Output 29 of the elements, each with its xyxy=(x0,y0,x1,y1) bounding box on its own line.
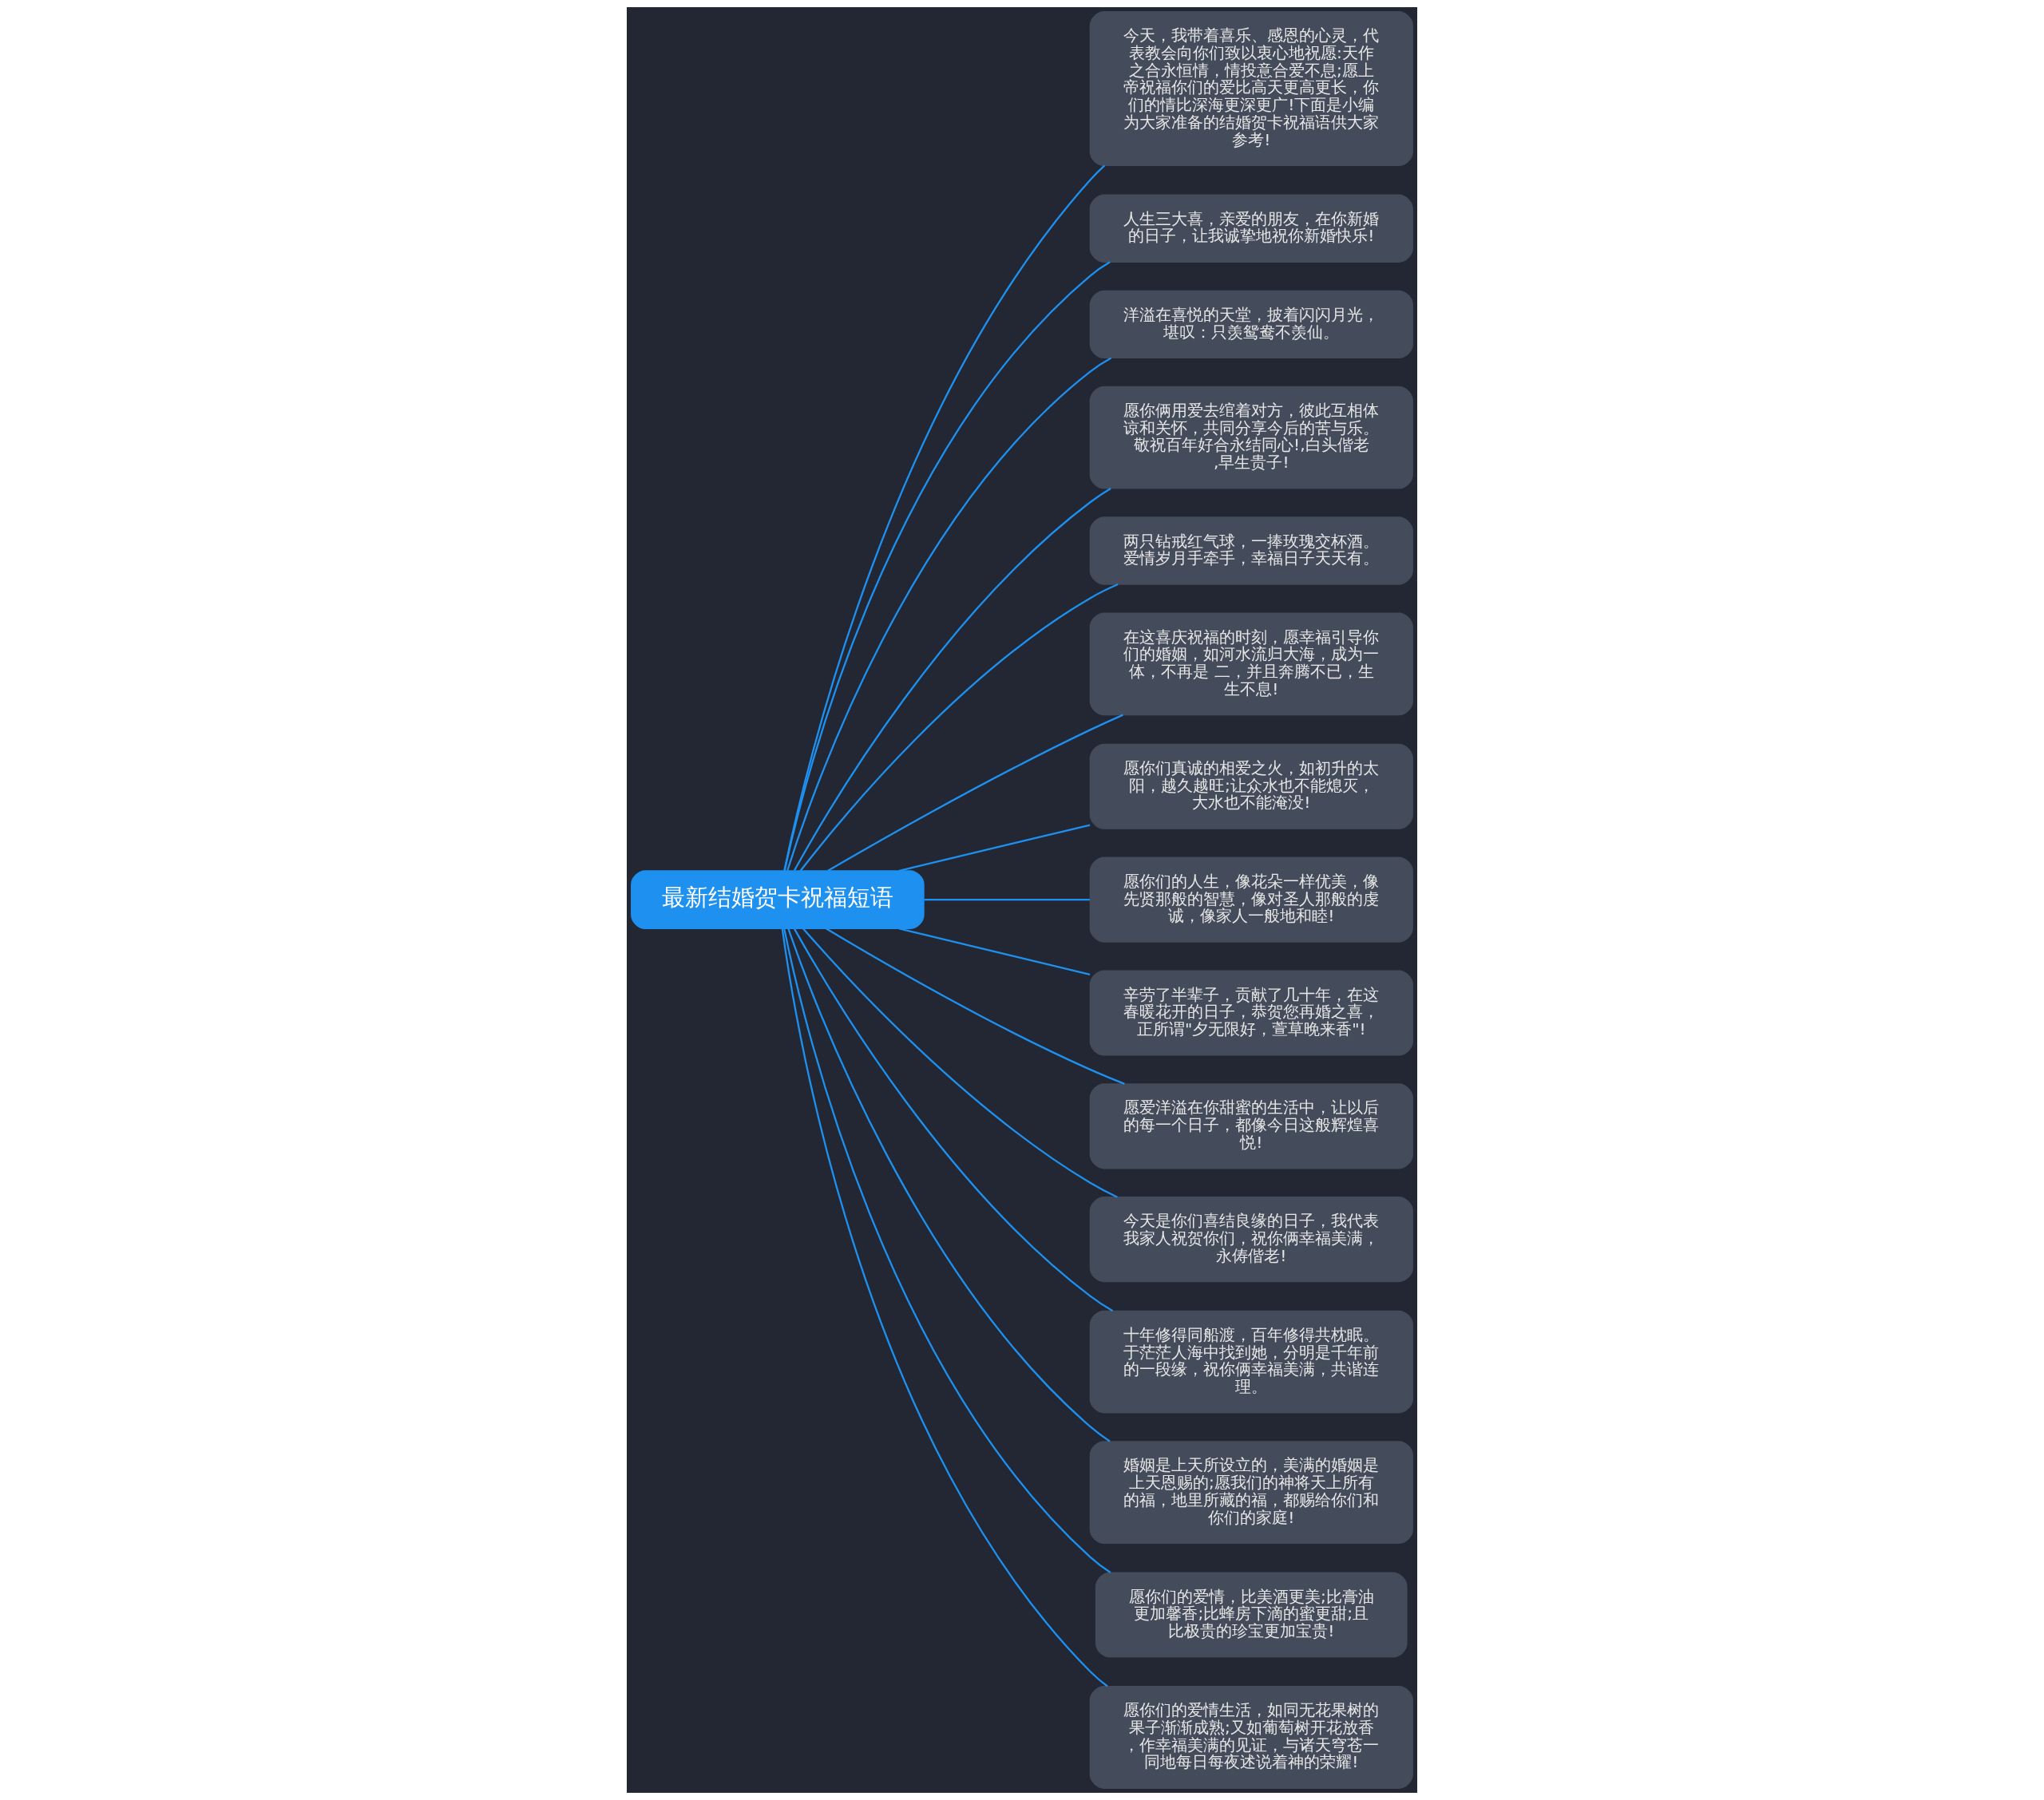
node-box: 两只钻戒红气球，一捧玫瑰交杯酒。爱情岁月手牵手，幸福日子天天有。 xyxy=(1089,516,1413,585)
node-box: 人生三大喜，亲爱的朋友，在你新婚的日子，让我诚挚地祝你新婚快乐! xyxy=(1089,194,1413,263)
connector xyxy=(781,928,1108,1687)
connector xyxy=(793,488,1111,872)
connector xyxy=(899,928,1091,975)
connector xyxy=(827,714,1123,872)
connector xyxy=(783,928,1111,1573)
node-box: 在这喜庆祝福的时刻，愿幸福引导你们的婚姻，如河水流归大海，成为一体，不再是 二，并且奔腾不已，生生不息! xyxy=(1089,612,1413,716)
connector xyxy=(787,928,1111,1442)
node-box: 今天是你们喜结良缘的日子，我代表我家人祝贺你们，祝你俩幸福美满，永俦偕老! xyxy=(1089,1197,1413,1283)
node-box: 婚姻是上天所设立的，美满的婚姻是上天恩赐的;愿我们的神将天上所有的福，地里所藏的福，都赐给你们和你们的家庭! xyxy=(1089,1441,1413,1545)
node-box: 洋溢在喜悦的天堂，披着闪闪月光，堪叹：只羡鸳鸯不羡仙。 xyxy=(1089,290,1413,359)
node-box: 最新结婚贺卡祝福短语 xyxy=(631,870,925,930)
node-box: 愿你俩用爱去绾着对方，彼此互相体谅和关怀，共同分享今后的苦与乐。敬祝百年好合永结同心!,白头偕老,早生贵子! xyxy=(1089,386,1413,489)
connector xyxy=(899,824,1091,872)
connector xyxy=(802,928,1118,1198)
node-box: 辛劳了半辈子，贡献了几十年，在这春暖花开的日子，恭贺您再婚之喜，正所谓"夕无限好，萱草晚来香"! xyxy=(1089,970,1413,1056)
node-box: 愿你们真诚的相爱之火，如初升的太阳，越久越旺;让众水也不能熄灭，大水也不能淹没! xyxy=(1089,743,1413,829)
connector xyxy=(826,928,1125,1085)
node-box: 今天，我带着喜乐、感恩的心灵，代表教会向你们致以衷心地祝愿:天作之合永恒情，情投意合爱不息;愿上帝祝福你们的爱比高天更高更长，你们的情比深海更深更广!下面是小编为大家准备的结婚贺卡祝福语供大家参考! xyxy=(1089,11,1413,167)
node-box: 十年修得同船渡，百年修得共枕眠。于茫茫人海中找到她，分明是千年前的一段缘，祝你俩幸福美满，共谐连理。 xyxy=(1089,1310,1413,1414)
node-box: 愿爱洋溢在你甜蜜的生活中，让以后的每一个日子，都像今日这般辉煌喜悦! xyxy=(1089,1083,1413,1169)
connector xyxy=(799,583,1119,872)
connector xyxy=(786,357,1112,871)
node-box: 愿你们的爱情，比美酒更美;比膏油更加馨香;比蜂房下滴的蜜更甜;且比极贵的珍宝更加宝贵! xyxy=(1095,1572,1408,1658)
connector xyxy=(924,899,1090,901)
node-box: 愿你们的人生，像花朵一样优美，像先贤那般的智慧，像对圣人那般的虔诚，像家人一般地和睦! xyxy=(1089,856,1413,943)
connector xyxy=(794,928,1114,1312)
node-box: 愿你们的爱情生活，如同无花果树的果子渐渐成熟;又如葡萄树开花放香，作幸福美满的见证，与诸天穹苍一同地每日每夜述说着神的荣耀! xyxy=(1089,1686,1413,1789)
